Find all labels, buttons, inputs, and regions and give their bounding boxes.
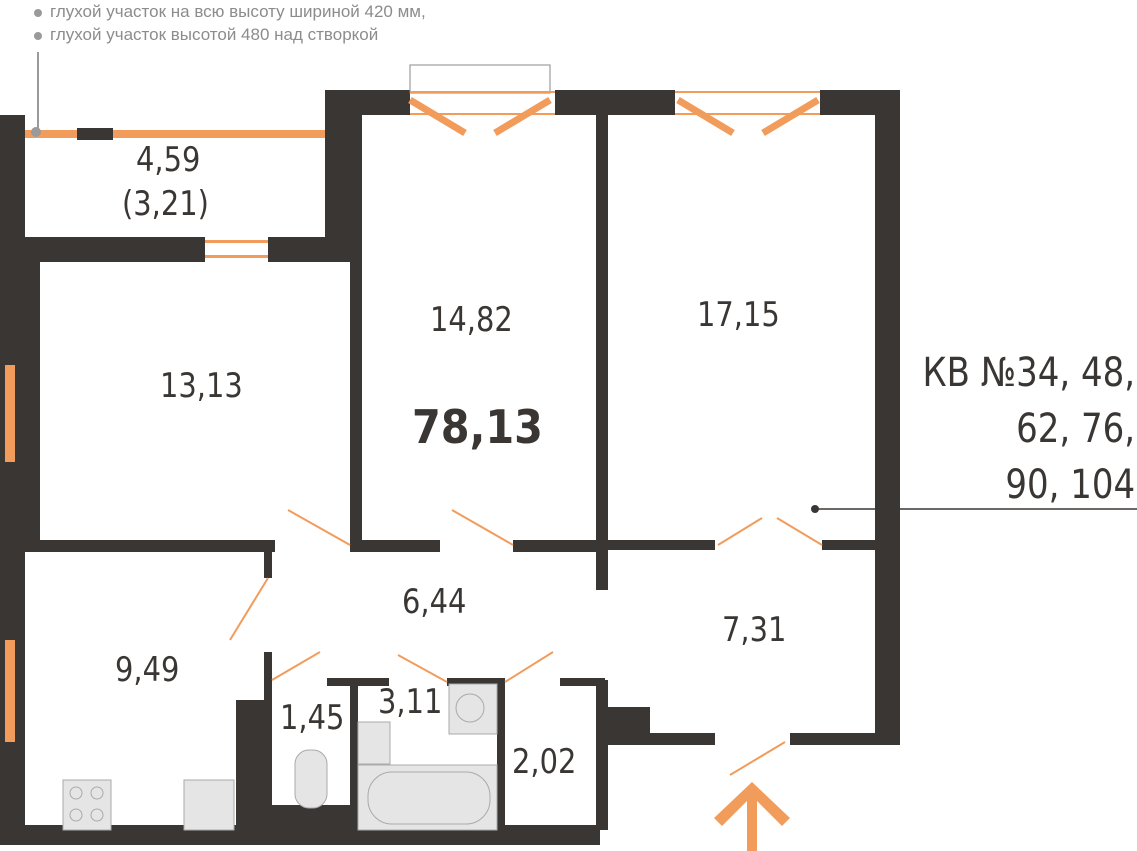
room-middle-area-label: 14,82: [430, 300, 513, 340]
entrance-arrow-icon: [714, 782, 790, 851]
toilet-icon: [294, 749, 328, 809]
wc-area-label: 1,45: [280, 698, 345, 738]
fixtures: [62, 683, 498, 831]
kitchen-area-label: 9,49: [115, 650, 180, 690]
note-window-blind-above-sash: глухой участок высотой 480 над створкой: [34, 25, 378, 45]
hall-area-label: 6,44: [402, 582, 467, 622]
door-swings: [229, 509, 823, 776]
sink-icon: [183, 779, 235, 831]
entry-area-label: 7,31: [722, 610, 787, 650]
apartment-numbers-line: 62, 76,: [1016, 406, 1135, 452]
storage-area-label: 2,02: [512, 742, 577, 782]
balcony-area-label: 4,59: [136, 140, 201, 180]
washbasin-icon: [357, 721, 391, 765]
total-area: 78,13: [412, 400, 543, 454]
windows: [5, 52, 820, 742]
bathroom-area-label: 3,11: [378, 682, 443, 722]
apartment-numbers: КВ №34, 48, 62, 76, 90, 104: [922, 345, 1135, 513]
apartment-numbers-line: КВ №34, 48,: [922, 350, 1135, 396]
balcony-reduced-area-label: (3,21): [122, 184, 209, 224]
room-left-area-label: 13,13: [160, 366, 243, 406]
washing-machine-icon: [448, 683, 498, 735]
stove-icon: [62, 779, 112, 831]
note-window-blind-section: глухой участок на всю высоту шириной 420…: [34, 2, 426, 22]
room-right-area-label: 17,15: [697, 295, 780, 335]
apartment-numbers-line: 90, 104: [1005, 462, 1135, 508]
